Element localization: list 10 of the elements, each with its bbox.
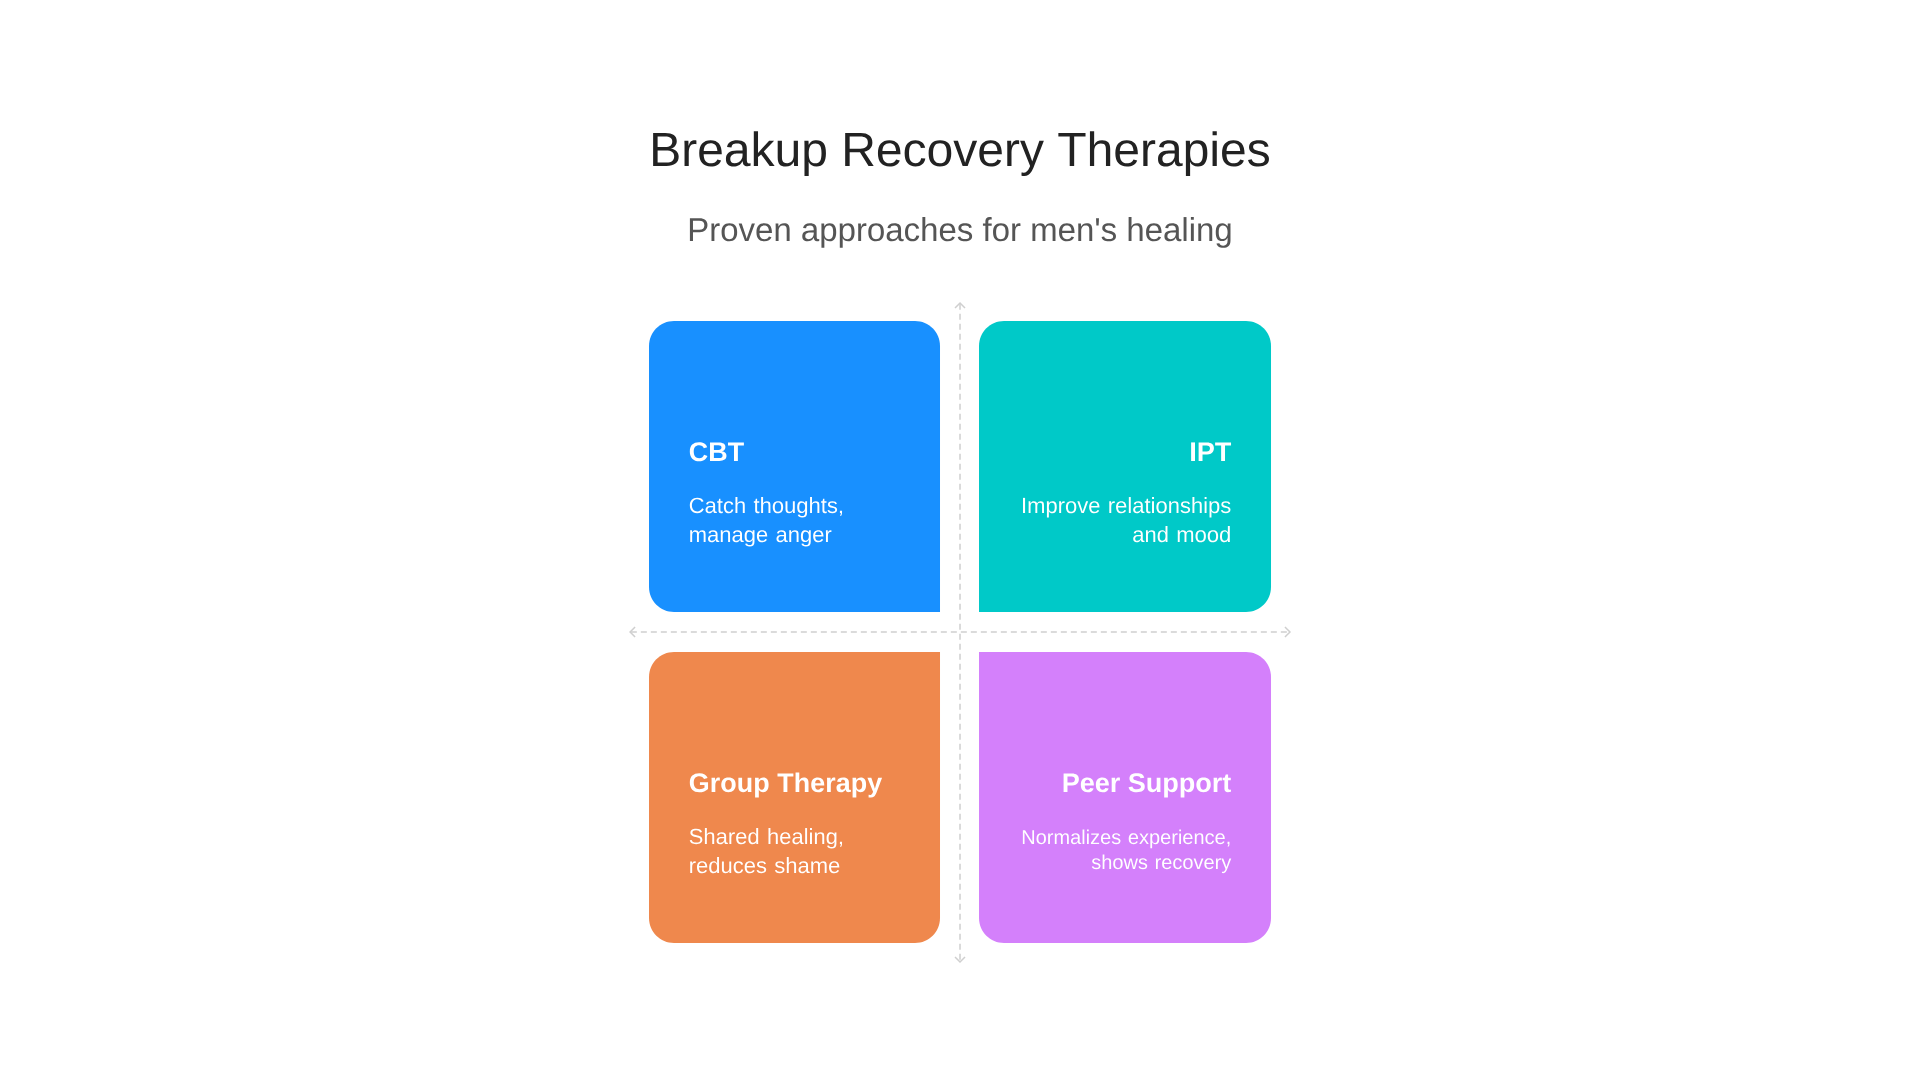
card-heading: CBT: [689, 442, 744, 462]
card-text: Shared healing, reduces shame: [689, 828, 843, 874]
card-heading: Peer Support: [1063, 773, 1231, 798]
card-text: Improve relationships and mood: [1023, 497, 1231, 543]
subtitle: Proven approaches for men's healing: [689, 217, 1231, 248]
title: Breakup Recovery Therapies: [653, 131, 1269, 176]
card-heading: Group Therapy: [689, 772, 883, 798]
card-text: Catch thoughts, manage anger: [689, 497, 843, 547]
card-heading: IPT: [1191, 442, 1232, 461]
card-text: Normalizes experience, shows recovery: [1022, 829, 1232, 874]
